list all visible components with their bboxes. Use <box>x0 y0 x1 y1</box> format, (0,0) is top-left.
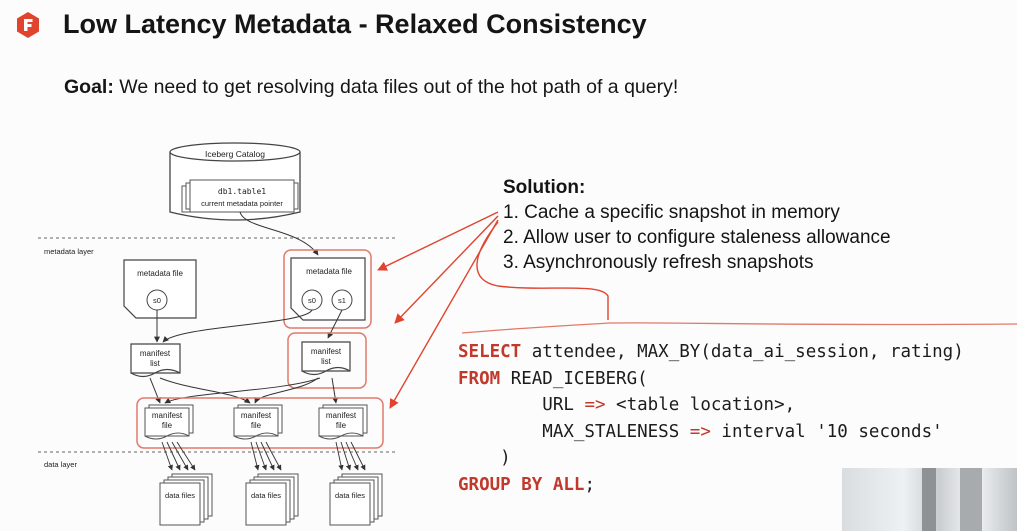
sql-code-block: SELECT attendee, MAX_BY(data_ai_session,… <box>458 339 964 498</box>
solution-heading: Solution: <box>503 177 586 198</box>
data-files-1-label: data files <box>165 491 195 500</box>
catalog-label: Iceberg Catalog <box>205 149 265 159</box>
manifest-list-old-label-1: manifest <box>140 349 171 358</box>
code-url-value: <table location>, <box>605 395 796 415</box>
data-files-stack-2 <box>245 473 299 526</box>
manifest-list-highlight <box>287 332 367 389</box>
code-line-3: URL => <table location>, <box>458 392 964 419</box>
code-read-iceberg: READ_ICEBERG( <box>500 368 648 389</box>
metadata-file-old-label: metadata file <box>137 269 183 278</box>
code-line-5: ) <box>458 448 511 468</box>
manifest-file-2 <box>233 404 283 440</box>
keyword-from: FROM <box>458 368 501 389</box>
manifest-file-1-label-1: manifest <box>152 411 183 420</box>
manifest-file-3-label-2: file <box>336 421 347 430</box>
metadata-file-old <box>123 259 197 319</box>
snapshot-s0-old-label: s0 <box>153 296 161 305</box>
video-window-frame <box>960 468 982 531</box>
metadata-pointer-box <box>189 179 295 213</box>
manifest-list-old-label-2: list <box>150 359 161 368</box>
keyword-group-by-all: GROUP BY ALL <box>458 474 585 495</box>
solution-block: Solution: 1. Cache a specific snapshot i… <box>503 175 891 275</box>
manifest-files-highlight <box>136 397 384 449</box>
metadata-file-highlight <box>283 249 372 329</box>
code-line-2: FROM READ_ICEBERG( <box>458 366 964 393</box>
solution-item-1: 1. Cache a specific snapshot in memory <box>503 202 840 223</box>
code-semicolon: ; <box>584 474 595 495</box>
manifest-to-data-arrows <box>161 441 366 471</box>
pointer-label: current metadata pointer <box>201 199 283 208</box>
data-files-2-label: data files <box>251 491 281 500</box>
table-name-label: db1.table1 <box>218 187 266 196</box>
data-files-stack-3 <box>329 473 383 526</box>
manifest-file-3-label-1: manifest <box>326 411 357 420</box>
snapshot-s1-label: s1 <box>338 296 346 305</box>
code-staleness-value: interval '10 seconds' <box>710 421 943 442</box>
data-files-3-label: data files <box>335 491 365 500</box>
code-staleness-param: MAX_STALENESS <box>458 421 690 442</box>
pointer-to-metadata-file <box>377 211 499 271</box>
manifest-list-new-label-2: list <box>321 357 332 366</box>
code-line-1: SELECT attendee, MAX_BY(data_ai_session,… <box>458 339 964 366</box>
manifest-list-new-label-1: manifest <box>311 347 342 356</box>
keyword-select: SELECT <box>458 342 522 362</box>
manifest-file-2-label-2: file <box>251 421 262 430</box>
manifest-file-3 <box>318 404 368 440</box>
goal-statement: Goal: We need to get resolving data file… <box>64 76 678 99</box>
solution-pointer-arrows <box>377 211 609 409</box>
goal-text: We need to get resolving data files out … <box>113 76 679 98</box>
manifest-file-2-label-1: manifest <box>241 411 272 420</box>
code-arrow-op: => <box>689 421 711 442</box>
data-layer-label: data layer <box>44 460 77 469</box>
code-arrow-op: => <box>584 395 606 415</box>
code-line-4: MAX_STALENESS => interval '10 seconds' <box>458 419 964 446</box>
presenter-video-overlay <box>842 468 1017 531</box>
snapshot-s0-new-label: s0 <box>308 296 316 305</box>
video-window-frame <box>922 468 936 531</box>
goal-label: Goal: <box>64 76 114 98</box>
metadata-layer-label: metadata layer <box>44 247 94 256</box>
code-url-param: URL <box>458 395 585 415</box>
solution-item-3: 3. Asynchronously refresh snapshots <box>503 252 814 273</box>
manifest-file-1-label-2: file <box>162 421 173 430</box>
company-logo-icon <box>17 12 39 38</box>
solution-to-code-connector <box>476 221 609 320</box>
code-line-6: GROUP BY ALL; <box>458 472 964 499</box>
metadata-file-new-label: metadata file <box>306 267 352 276</box>
slide-title: Low Latency Metadata - Relaxed Consisten… <box>63 9 647 39</box>
data-files-stack-1 <box>159 473 213 526</box>
catalog-to-metadata-arrow <box>239 211 319 256</box>
pointer-to-manifest-list <box>394 215 499 324</box>
code-highlight-border <box>461 322 1017 334</box>
solution-item-2: 2. Allow user to configure staleness all… <box>503 227 891 248</box>
code-select-list: attendee, MAX_BY(data_ai_session, rating… <box>521 342 964 362</box>
manifest-file-1 <box>144 404 194 440</box>
